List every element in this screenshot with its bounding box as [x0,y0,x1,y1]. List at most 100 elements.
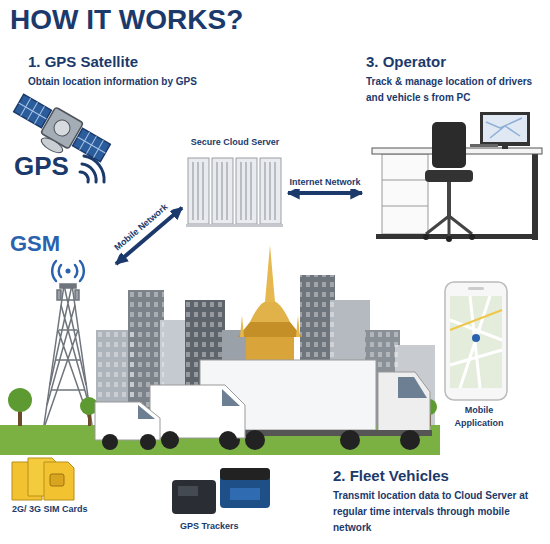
satellite-icon-part [19,103,47,119]
operator-desk-part [486,118,522,138]
edge-label: Internet Network [288,176,363,189]
mobile-phone-part [445,282,507,400]
fleet-truck [200,360,432,450]
operator-desk-part [483,115,527,142]
operator-desk-part [532,154,538,240]
operator-desk-part [376,234,538,239]
fleet-truck-part [245,430,265,450]
cloud-server-node: Secure Cloud Server [182,136,288,228]
connector-arrow [288,191,362,195]
server-racks-part [186,224,283,227]
city-skyline-part [238,322,302,337]
gps-trackers-part [172,480,216,514]
gsm-signal-icon-part [59,265,61,277]
part-label: 2G/ 3G SIM Cards [12,503,88,516]
edge-label: Mobile Network [111,200,173,256]
fleet-van-part [150,385,245,438]
gps-trackers-part [178,486,198,496]
part-label: GPS Trackers [180,520,239,533]
office-chair-part [423,234,429,240]
mobile-phone-part [450,296,502,388]
city-skyline-part [265,245,275,302]
operator-desk-part [480,112,530,146]
operator-desk-part [382,206,428,207]
fleet-van-part [222,389,240,406]
operator-desk-part [382,154,428,234]
operator-desk [372,112,542,240]
gsm-signal-icon-part [80,261,84,281]
operator-desk-part [470,144,498,147]
step-heading: 1. GPS Satellite [28,52,258,72]
fleet-truck-part [398,377,427,398]
city-skyline-part [240,315,244,337]
cell-tower-part [57,290,61,300]
signal-waves-part [84,156,104,182]
mobile-app-node: Mobile Application [444,404,514,432]
city-skyline-part [250,300,290,322]
gsm-label: GSM [10,232,116,256]
operator-desk-part [502,146,508,149]
office-chair-part [426,216,472,236]
mobile-phone-part [450,310,502,330]
fleet-truck-part [340,430,360,450]
fleet-van-small [95,402,160,450]
fleet-van-part [219,431,237,449]
signal-waves-part [80,172,88,182]
gsm-node: GSM [8,232,116,266]
step-description: Obtain location information by GPS [28,74,258,90]
office-chair-part [432,122,466,168]
sim-cards [12,458,74,500]
diagram-title: HOW IT WORKS? [10,4,243,36]
step-heading: 2. Fleet Vehicles [333,466,545,486]
office-chair-part [447,182,451,216]
office-chair-part [446,236,452,242]
server-racks [186,158,283,227]
satellite-icon-part [51,117,73,139]
mobile-phone-part [468,287,484,290]
office-chair [423,122,475,242]
sim-cards-part [50,474,64,486]
gsm-signal-icon-part [52,261,56,281]
gps-trackers-part [220,468,270,508]
mobile-phone [445,282,507,400]
city-skyline [96,245,435,440]
fleet-van-small-part [138,405,155,419]
step-description: Transmit location data to Cloud Server a… [333,488,545,536]
step-heading: 3. Operator [366,52,545,72]
signal-waves [80,156,104,182]
gsm-signal-icon-part [66,269,71,274]
fleet-van [150,385,245,449]
signal-waves-part [82,164,96,182]
fleet-truck-part [378,372,430,432]
gps-trackers [172,468,270,514]
office-chair-part [469,234,475,240]
cell-tower-part [51,300,85,390]
mobile-phone-part [472,334,480,342]
gps-label: GPS [14,152,69,180]
fleet-van-small-part [95,402,160,440]
server-label: Secure Cloud Server [182,136,288,149]
operator-desk-part [382,180,428,181]
app-label: Mobile Application [444,404,514,430]
server-racks-part [193,162,275,220]
gsm-signal-icon [52,261,84,281]
operator-node: 3. OperatorTrack & manage location of dr… [362,52,545,248]
fleet-node: 2. Fleet VehiclesTransmit location data … [330,466,545,536]
fleet-van-part [161,431,179,449]
cell-tower-part [60,284,76,288]
fleet-van-small-part [140,434,156,450]
ground-grass-part [8,388,32,412]
satellite-icon-part [78,137,106,153]
gps-trackers-part [220,468,270,480]
step-description: Track & manage location of drivers and v… [366,74,545,106]
sim-cards-part [44,462,74,500]
gps-trackers-part [230,488,260,500]
cell-tower-part [75,290,79,300]
mobile-phone-part [450,296,502,388]
office-chair-part [425,170,473,182]
fleet-truck-part [400,430,420,450]
step-block: 1. GPS SatelliteObtain location informat… [28,52,258,96]
gsm-signal-icon-part [75,265,77,277]
fleet-van-small-part [102,434,118,450]
